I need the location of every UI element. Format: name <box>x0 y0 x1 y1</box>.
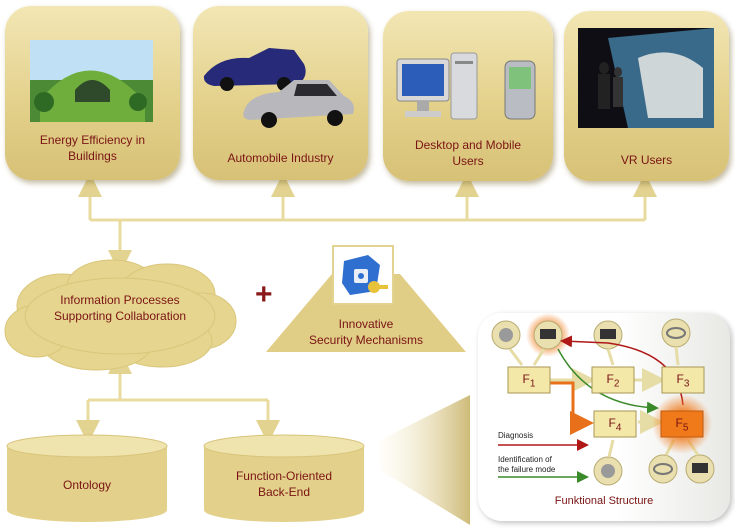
card-automobile-label: Automobile Industry <box>227 151 334 165</box>
card-energy-line1: Energy Efficiency in <box>39 133 146 147</box>
security-line2: Security Mechanisms <box>308 333 424 347</box>
cloud-line1: Information Processes <box>60 293 180 307</box>
legend-identification: Identification of the failure mode <box>498 455 556 474</box>
card-vr-label: VR Users <box>620 153 673 167</box>
node-f3-label: F3 <box>676 372 690 390</box>
node-f1-label: F1 <box>522 372 536 390</box>
lock-key-icon <box>342 255 388 295</box>
database-backend <box>203 434 365 522</box>
green-roof-building-image <box>30 40 153 122</box>
functional-structure-caption: Funktional Structure <box>554 495 654 507</box>
vr-environment-image <box>578 28 714 128</box>
card-vr-users: VR Users <box>564 11 729 181</box>
card-desktop-line1: Desktop and Mobile <box>414 138 522 152</box>
node-f3 <box>661 366 705 394</box>
card-energy-efficiency: Energy Efficiency in Buildings <box>5 6 180 180</box>
node-f5 <box>660 410 704 438</box>
component-icons <box>491 313 715 486</box>
database-backend-line1: Function-Oriented <box>235 469 333 483</box>
node-f4 <box>593 410 637 438</box>
card-desktop-line2: Users <box>452 154 484 168</box>
node-f2 <box>591 366 635 394</box>
card-automobile-industry: Automobile Industry <box>193 6 368 180</box>
functional-structure-graph <box>491 313 715 486</box>
functional-structure-panel: F1 F2 F3 F4 F5 Diagnosis Identification … <box>478 313 730 521</box>
database-ontology-label: Ontology <box>62 478 112 492</box>
plus-sign: + <box>255 278 273 311</box>
node-f1 <box>507 366 551 394</box>
legend-diagnosis: Diagnosis <box>498 431 534 440</box>
security-icon-frame <box>332 245 394 305</box>
card-energy-line2: Buildings <box>68 149 117 163</box>
security-triangle <box>266 274 466 352</box>
node-f2-label: F2 <box>606 372 620 390</box>
database-ontology <box>6 434 168 522</box>
database-backend-line2: Back-End <box>257 485 311 499</box>
cloud-line2: Supporting Collaboration <box>53 309 187 323</box>
cars-image <box>203 48 354 128</box>
node-f5-label: F5 <box>675 416 689 434</box>
security-line1: Innovative <box>338 317 394 331</box>
information-processes-cloud <box>4 259 237 371</box>
node-f4-label: F4 <box>608 416 622 434</box>
desktop-phone-image <box>396 52 536 120</box>
card-desktop-mobile-users: Desktop and Mobile Users <box>383 11 553 181</box>
